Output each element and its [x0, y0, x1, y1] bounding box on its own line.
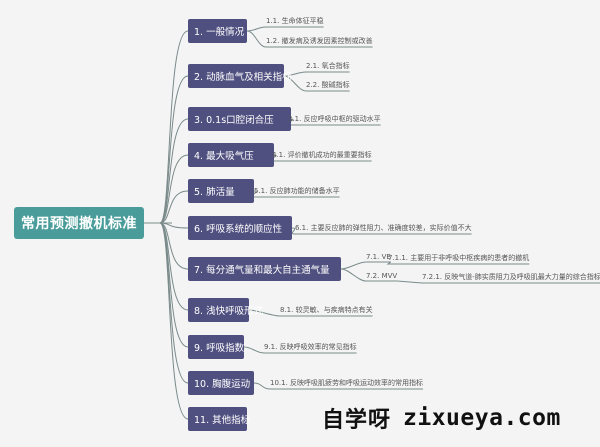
sub-item-2-2: 2.2. 酸碱指标 — [306, 81, 350, 89]
branch-node-10[interactable]: 10. 胸腹运动 — [188, 371, 254, 395]
connector-line — [397, 280, 600, 284]
connector-line — [386, 261, 530, 265]
branch-node-1[interactable]: 1. 一般情况 — [188, 19, 247, 43]
branch-label: 2. 动脉血气及相关指标 — [194, 72, 292, 83]
branch-label: 4. 最大吸气压 — [194, 151, 254, 162]
branch-node-3[interactable]: 3. 0.1s口腔闭合压 — [188, 107, 291, 131]
branch-node-9[interactable]: 9. 呼吸指数 — [188, 335, 244, 359]
connector-line — [340, 261, 391, 270]
sub-item-5-1: 5.1. 反应肺功能的储备水平 — [254, 187, 340, 195]
branch-node-8[interactable]: 8. 浅快呼吸形式 — [188, 298, 263, 322]
sub-item-7-1-1: 7.1.1. 主要用于非呼吸中枢疾病的患者的撤机 — [388, 254, 530, 262]
branch-label: 5. 肺活量 — [194, 187, 235, 198]
sub-item-10-1: 10.1. 反映呼吸肌疲劳和呼吸运动效率的常用指标 — [270, 379, 424, 387]
branch-node-4[interactable]: 4. 最大吸气压 — [188, 143, 274, 167]
connector-line — [246, 26, 324, 32]
branch-label: 6. 呼吸系统的顺应性 — [194, 224, 283, 235]
connector-line — [159, 154, 189, 224]
branch-label: 10. 胸腹运动 — [194, 379, 251, 390]
sub-item-3-1: 3.1. 反应呼吸中枢的驱动水平 — [288, 115, 381, 123]
root-label: 常用预测撤机标准 — [21, 216, 137, 232]
connector-line — [159, 118, 189, 224]
branch-node-5[interactable]: 5. 肺活量 — [188, 179, 254, 203]
connector-line — [159, 190, 189, 224]
connector-line — [159, 75, 189, 224]
connector-line — [159, 222, 189, 420]
connector-line — [159, 30, 189, 224]
brand-watermark: 自学呀 zixueya.com — [322, 402, 561, 434]
connector-line — [243, 346, 357, 354]
connector-line — [253, 382, 424, 390]
sub-item-8-1: 8.1. 较灵敏、与疾病特点有关 — [280, 306, 373, 314]
branch-label: 9. 呼吸指数 — [194, 343, 245, 354]
branch-label: 11. 其他指标 — [194, 415, 251, 426]
connector-line — [246, 30, 373, 48]
sub-item-7-2: 7.2. MVV — [366, 272, 398, 280]
branch-node-11[interactable]: 11. 其他指标 — [188, 407, 251, 431]
branch-node-2[interactable]: 2. 动脉血气及相关指标 — [188, 64, 292, 88]
sub-item-7-1: 7.1. VE — [366, 253, 391, 261]
branch-label: 1. 一般情况 — [194, 27, 245, 38]
branch-node-7[interactable]: 7. 每分通气量和最大自主通气量 — [188, 257, 341, 281]
connector-line — [283, 75, 350, 92]
branch-node-6[interactable]: 6. 呼吸系统的顺应性 — [188, 216, 292, 240]
connector-line — [248, 309, 373, 317]
brand-name-cn: 自学呀 — [322, 408, 392, 433]
connector-line — [291, 227, 472, 235]
connector-line — [283, 71, 350, 77]
sub-item-6-1: 6.1. 主要反应肺的弹性阻力、准确度较差，实际价值不大 — [295, 224, 472, 232]
connector-line — [159, 222, 189, 348]
sub-item-9-1: 9.1. 反映呼吸效率的常见指标 — [264, 343, 357, 351]
brand-domain: zixueya.com — [403, 405, 561, 431]
branch-label: 8. 浅快呼吸形式 — [194, 306, 264, 317]
sub-item-2-1: 2.1. 氧合指标 — [306, 62, 350, 70]
branch-label: 3. 0.1s口腔闭合压 — [194, 115, 274, 126]
connector-line — [159, 222, 189, 229]
root-node[interactable]: 常用预测撤机标准 — [14, 207, 144, 239]
sub-item-1-1: 1.1. 生命体征平稳 — [266, 17, 324, 25]
connector-line — [159, 222, 189, 384]
branch-label: 7. 每分通气量和最大自主通气量 — [194, 265, 330, 276]
connector-line — [340, 268, 398, 282]
sub-item-1-2: 1.2. 撤发病及诱发因素控制或改善 — [266, 37, 373, 45]
sub-item-7-2-1: 7.2.1. 反映气道-肺实质阻力及呼吸肌最大力量的综合指标 — [422, 273, 600, 281]
sub-item-4-1: 4.1. 评价撤机成功的最重要指标 — [272, 151, 372, 159]
